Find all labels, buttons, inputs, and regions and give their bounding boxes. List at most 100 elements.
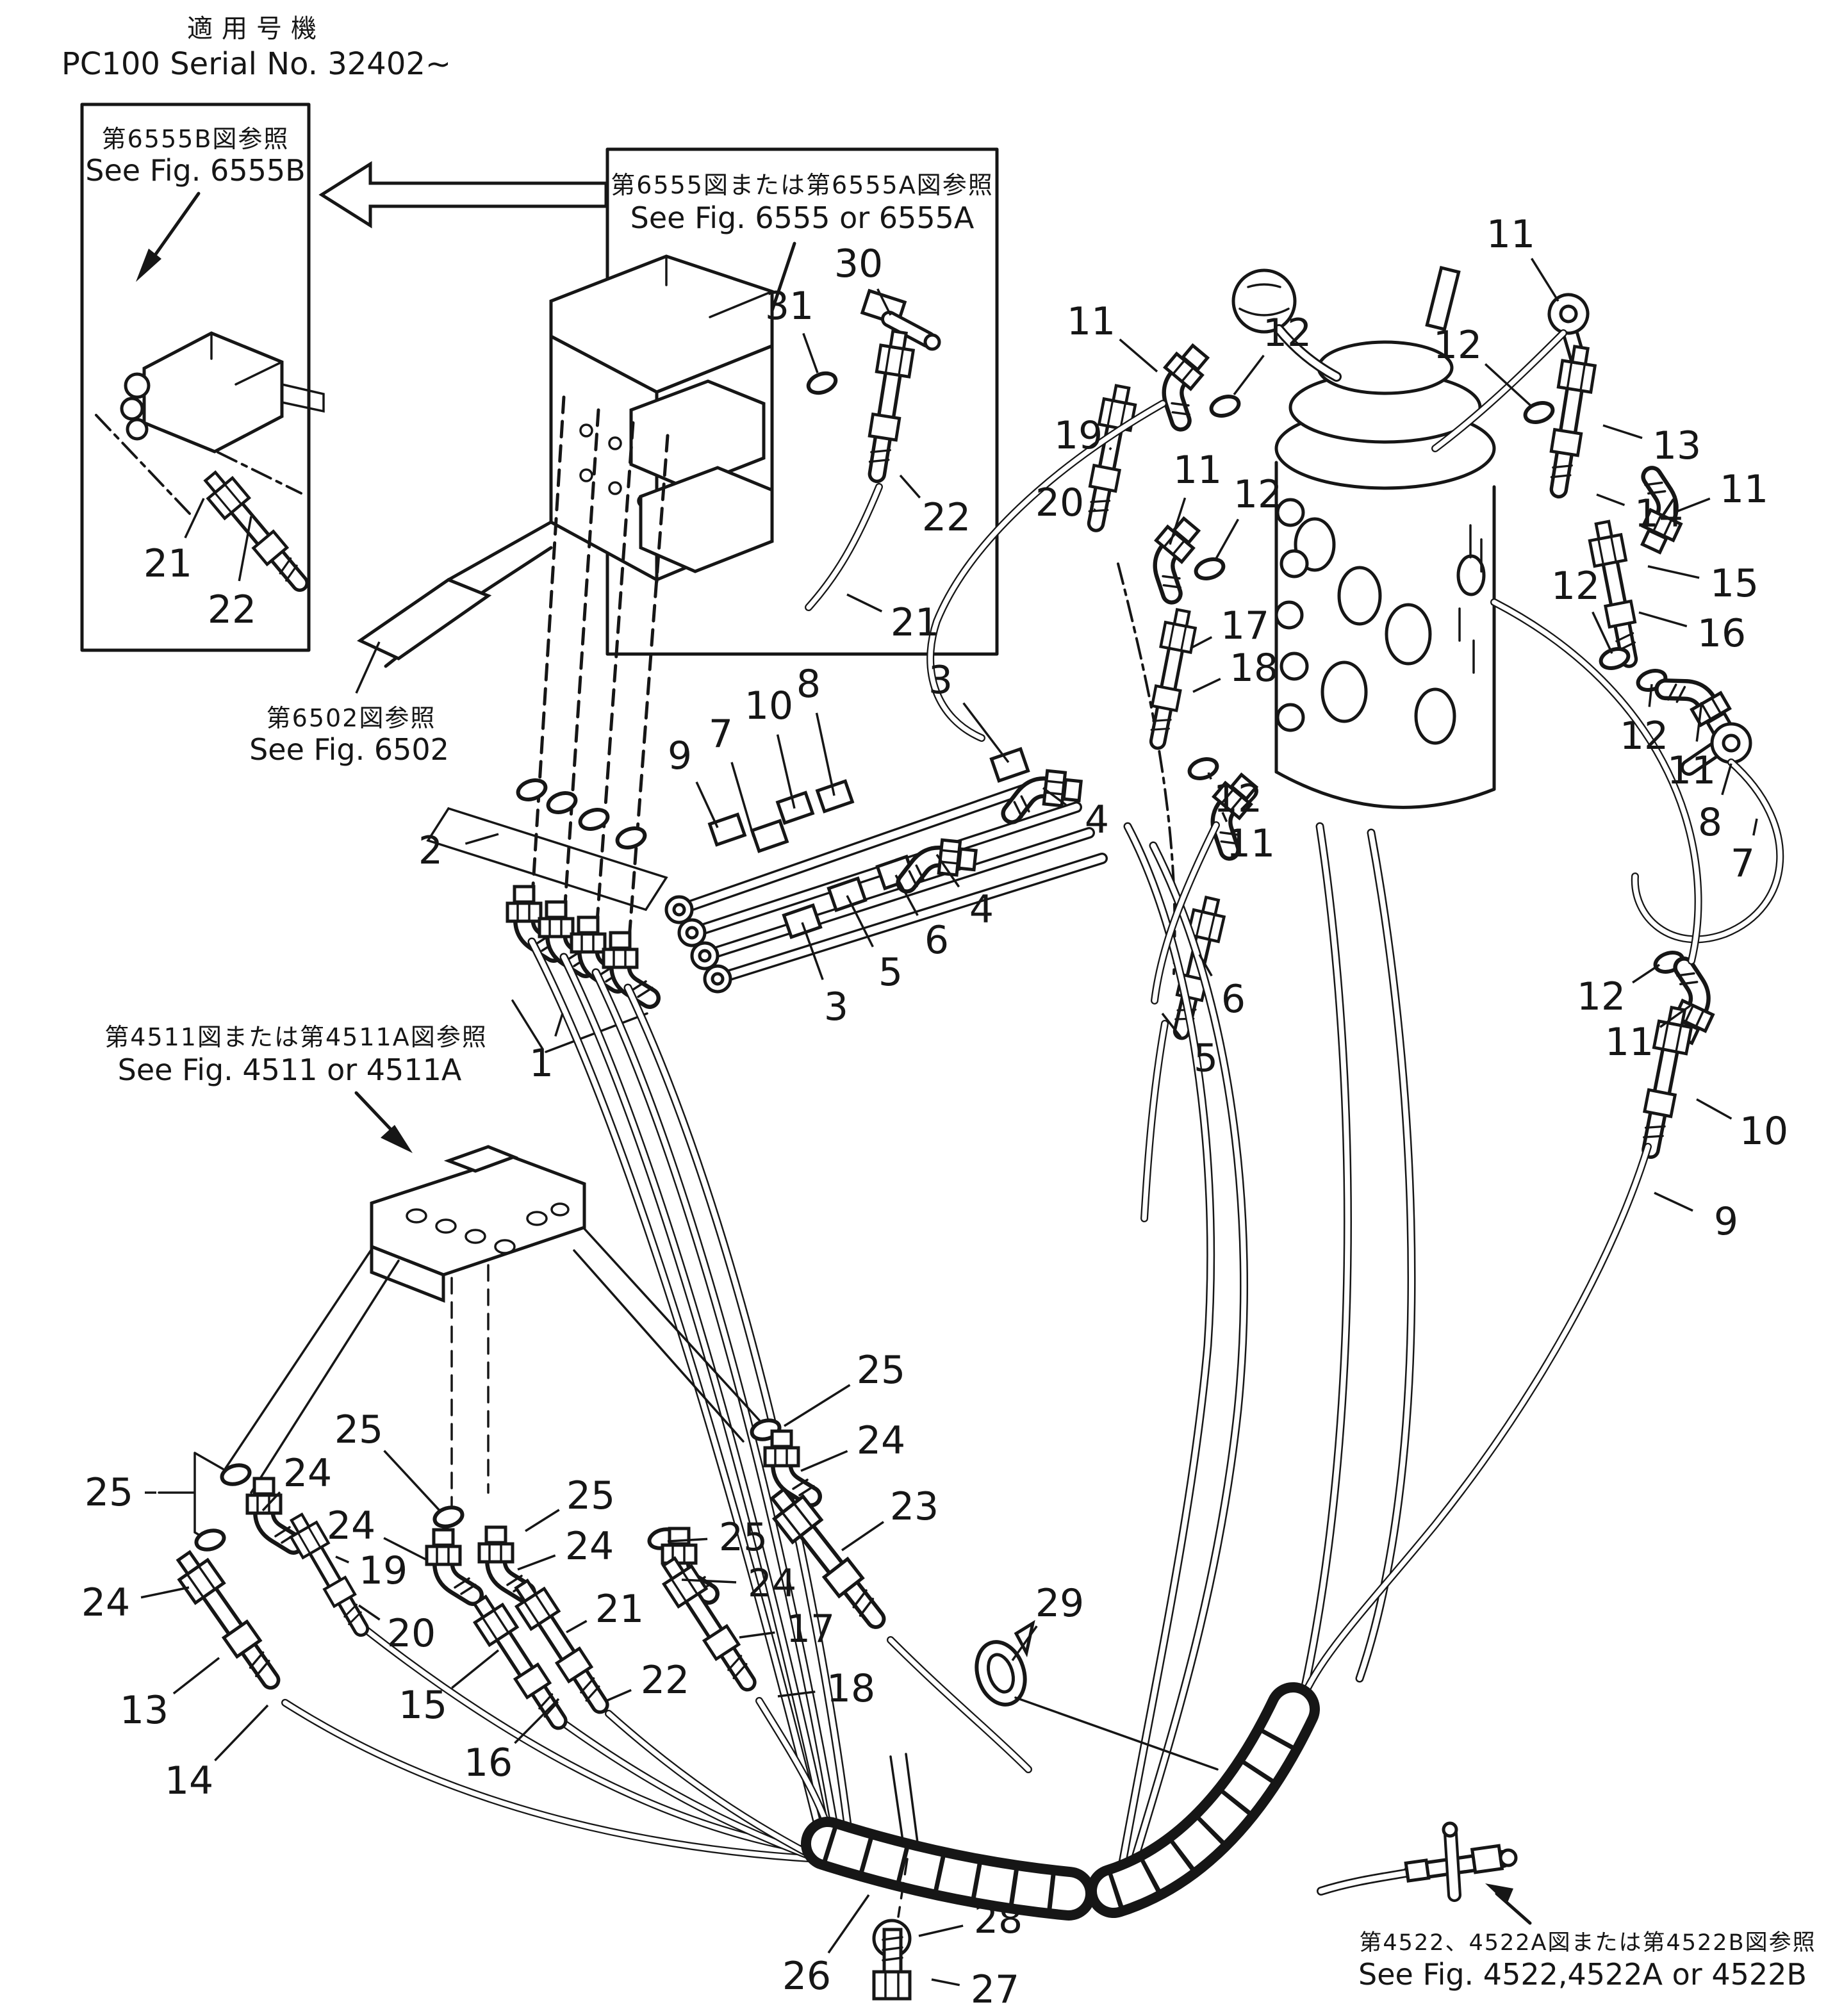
applicable-serial-en: PC100 Serial No. 32402~ [62, 46, 451, 82]
ref-4522-jp: 第4522、4522A図または第4522B図参照 [1359, 1930, 1816, 1956]
leader-line [1592, 611, 1613, 654]
callout-21-58: 21 [566, 1587, 644, 1634]
callout-label: 11 [1605, 1020, 1654, 1065]
hose-13-14 [170, 1546, 285, 1690]
leader-line [1695, 701, 1703, 742]
bolt-27 [872, 1928, 912, 2001]
callout-24-62: 24 [681, 1561, 796, 1606]
ref-6555-en: See Fig. 6555 or 6555A [630, 201, 975, 235]
callout-13-51: 13 [120, 1657, 220, 1733]
callout-11-43: 11 [1605, 1004, 1691, 1065]
callout-14-52: 14 [165, 1704, 269, 1803]
leader-line [815, 712, 835, 796]
callout-11-27: 11 [1221, 812, 1275, 866]
callout-7-41: 7 [1731, 818, 1758, 886]
callout-6-28: 6 [1198, 954, 1246, 1022]
callout-label: 7 [709, 712, 733, 757]
leader-line [1602, 424, 1643, 439]
leader-line [1752, 818, 1758, 836]
arrowhead [1485, 1883, 1513, 1904]
leader-line [1654, 1192, 1693, 1212]
callout-label: 15 [1710, 561, 1759, 606]
lower-left-fittings [158, 1417, 890, 1730]
callout-label: 1 [529, 1041, 554, 1086]
callout-11-30: 11 [1486, 212, 1559, 302]
callout-19-20: 19 [1054, 413, 1112, 458]
callout-21-0: 21 [144, 498, 205, 586]
callout-label: 25 [857, 1348, 905, 1393]
leader-line [358, 1604, 381, 1621]
leader-line [214, 1704, 269, 1762]
callout-label: 24 [857, 1418, 905, 1463]
callout-12-31: 12 [1433, 323, 1533, 407]
callout-label: 24 [565, 1524, 614, 1569]
leader-line [451, 1649, 500, 1689]
callout-label: 7 [1731, 841, 1755, 886]
callout-label: 29 [1035, 1581, 1084, 1626]
callout-22-59: 22 [604, 1658, 689, 1703]
leader-line [784, 1384, 851, 1427]
callout-label: 24 [81, 1580, 130, 1625]
callout-13-32: 13 [1602, 423, 1701, 468]
callout-16-56: 16 [464, 1698, 560, 1785]
callout-24-47: 24 [261, 1451, 332, 1512]
callout-label: 20 [1035, 480, 1084, 525]
leader-line [554, 1013, 564, 1037]
callout-label: 22 [208, 587, 256, 632]
connector-3a [989, 746, 1030, 783]
callout-label: 22 [922, 495, 971, 540]
callout-label: 11 [1173, 448, 1222, 493]
callout-11-34: 11 [1677, 467, 1768, 512]
hose-sweeps [281, 329, 1784, 1883]
leader-line [739, 1631, 775, 1639]
callout-23-67: 23 [841, 1484, 939, 1552]
callout-6-14: 6 [894, 874, 949, 963]
tee-fitting-4522: 第4522、4522A図または第4522B図参照 See Fig. 4522,4… [1317, 1821, 1816, 1992]
leader-line [931, 1978, 960, 1987]
callout-8-40: 8 [1698, 763, 1732, 845]
ref-4522-en: See Fig. 4522,4522A or 4522B [1358, 1957, 1807, 1992]
callout-label: 12 [1577, 974, 1625, 1019]
callout-17-63: 17 [739, 1607, 835, 1651]
leader-line [695, 781, 719, 828]
inset-box-6555b: 第6555B図参照 See Fig. 6555B [80, 102, 325, 652]
callout-label: 19 [1054, 413, 1103, 458]
callout-label: 26 [782, 1954, 831, 1999]
leader-line [1207, 772, 1212, 780]
callout-label: 19 [359, 1548, 407, 1593]
leader-line [730, 762, 755, 837]
leader-line [1042, 787, 1067, 806]
pilot-valve-30 [860, 288, 941, 351]
callout-label: 16 [464, 1741, 513, 1785]
callout-10-44: 10 [1696, 1098, 1788, 1154]
callout-12-23: 12 [1215, 472, 1282, 559]
leader-line [801, 922, 824, 980]
center-hose-row [664, 746, 1108, 994]
callout-5-15: 5 [846, 895, 903, 995]
callout-4-12: 4 [1042, 787, 1109, 842]
callout-label: 24 [327, 1504, 375, 1548]
callout-label: 25 [566, 1473, 615, 1518]
leader-line [1108, 447, 1112, 450]
callout-9-45: 9 [1654, 1192, 1738, 1244]
callout-11-22: 11 [1169, 448, 1222, 545]
callout-label: 21 [595, 1587, 644, 1632]
callout-label: 5 [1194, 1036, 1218, 1081]
callout-label: 23 [890, 1484, 939, 1529]
callout-11-18: 11 [1067, 299, 1158, 373]
callout-label: 12 [1214, 776, 1262, 821]
leader-line [1638, 611, 1688, 628]
callout-label: 30 [834, 242, 883, 286]
callout-label: 11 [1667, 748, 1716, 793]
leader-line [261, 1491, 281, 1512]
ref-6502-en: See Fig. 6502 [249, 732, 449, 767]
callout-label: 25 [85, 1470, 133, 1515]
callout-20-21: 20 [1035, 480, 1096, 525]
ref-4511-jp: 第4511図または第4511A図参照 [104, 1023, 487, 1051]
leader-line [465, 833, 499, 845]
leader-line [383, 1450, 442, 1513]
leader-line [184, 498, 205, 539]
callout-label: 8 [796, 662, 821, 707]
callout-label: 24 [283, 1451, 332, 1496]
